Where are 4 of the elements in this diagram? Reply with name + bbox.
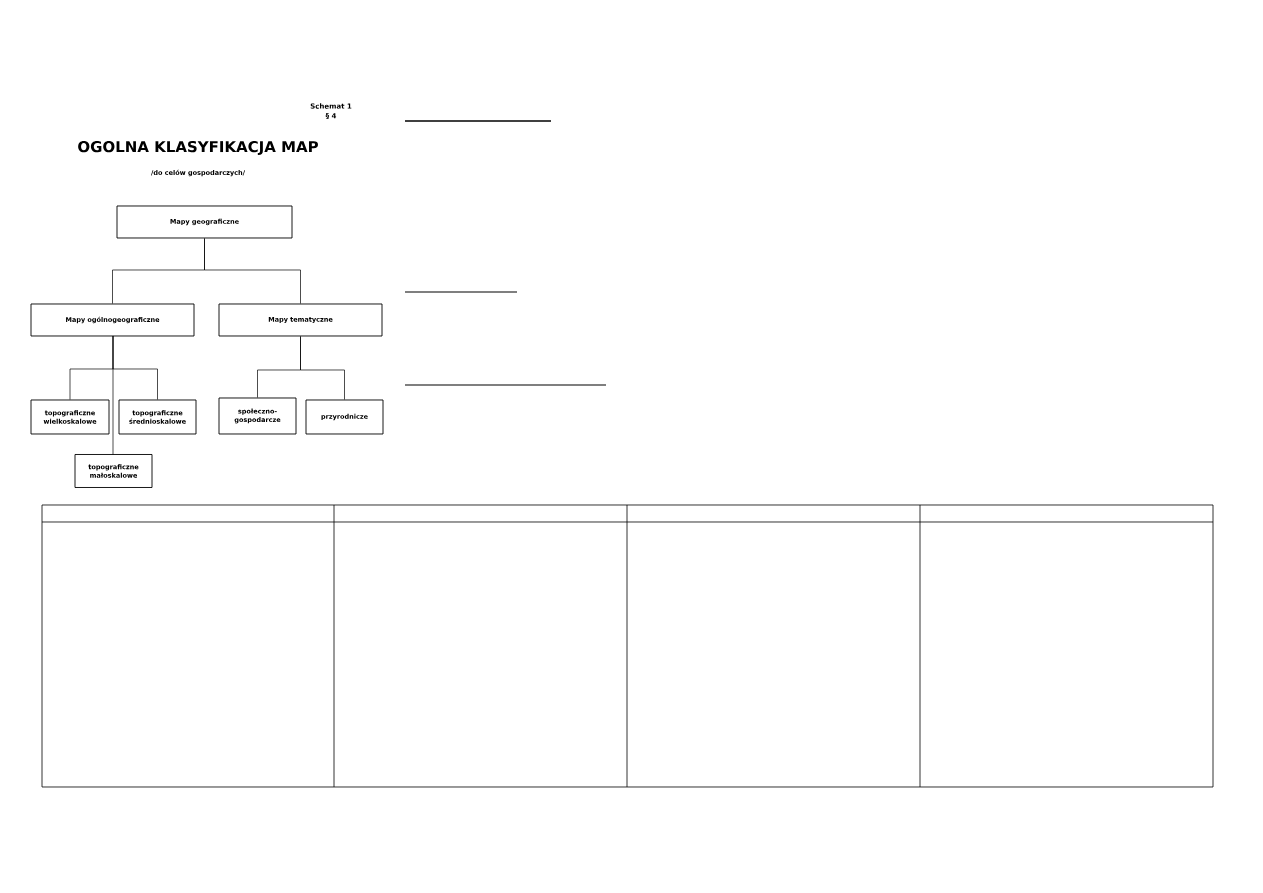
connector-line [204, 238, 301, 304]
connector-line [300, 336, 345, 400]
connector-line [112, 335, 114, 455]
diagram-title: OGOLNA KLASYFIKACJA MAP [78, 140, 318, 156]
